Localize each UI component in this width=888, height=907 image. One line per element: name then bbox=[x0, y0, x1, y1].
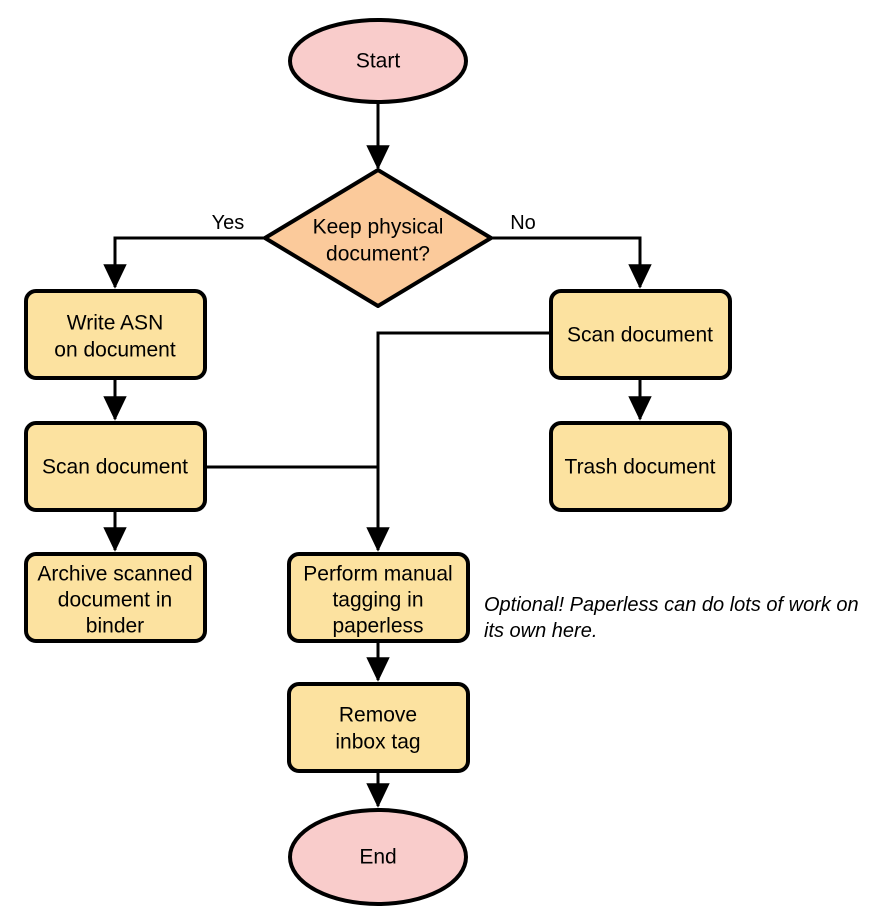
start-ellipse[interactable] bbox=[288, 18, 468, 104]
node-remove-inbox-tag[interactable]: Remove inbox tag bbox=[287, 682, 470, 773]
node-trash-document[interactable]: Trash document bbox=[549, 421, 732, 512]
node-decision-keep-physical-document[interactable]: Keep physical document? bbox=[263, 168, 493, 308]
write-asn-box[interactable] bbox=[24, 289, 207, 380]
node-scan-document-right[interactable]: Scan document bbox=[549, 289, 732, 380]
end-ellipse[interactable] bbox=[288, 808, 468, 906]
annotation-line2: its own here. bbox=[484, 620, 597, 642]
remove-inbox-tag-box[interactable] bbox=[287, 682, 470, 773]
archive-box[interactable] bbox=[24, 552, 207, 643]
annotation-optional-paperless: Optional! Paperless can do lots of work … bbox=[484, 594, 859, 642]
node-archive-scanned-document[interactable]: Archive scanned document in binder bbox=[24, 552, 207, 643]
tagging-box[interactable] bbox=[287, 552, 470, 643]
trash-document-box[interactable] bbox=[549, 421, 732, 512]
edge-decision-to-scan-right bbox=[491, 236, 652, 289]
node-end[interactable]: End bbox=[288, 808, 468, 906]
edge-label-yes: Yes bbox=[212, 212, 245, 234]
node-start[interactable]: Start bbox=[288, 18, 468, 104]
annotation-line1: Optional! Paperless can do lots of work … bbox=[484, 594, 859, 616]
edge-decision-to-write-asn bbox=[103, 236, 265, 289]
edge-scan-right-to-tagging bbox=[366, 331, 551, 552]
node-perform-manual-tagging[interactable]: Perform manual tagging in paperless bbox=[287, 552, 470, 643]
scan-document-left-box[interactable] bbox=[24, 421, 207, 512]
decision-diamond[interactable] bbox=[263, 168, 493, 308]
node-write-asn-on-document[interactable]: Write ASN on document bbox=[24, 289, 207, 380]
edge-layer bbox=[103, 102, 652, 808]
edge-label-no: No bbox=[510, 212, 536, 234]
scan-document-right-box[interactable] bbox=[549, 289, 732, 380]
edge-label-layer: Yes No bbox=[212, 212, 536, 234]
node-scan-document-left[interactable]: Scan document bbox=[24, 421, 207, 512]
